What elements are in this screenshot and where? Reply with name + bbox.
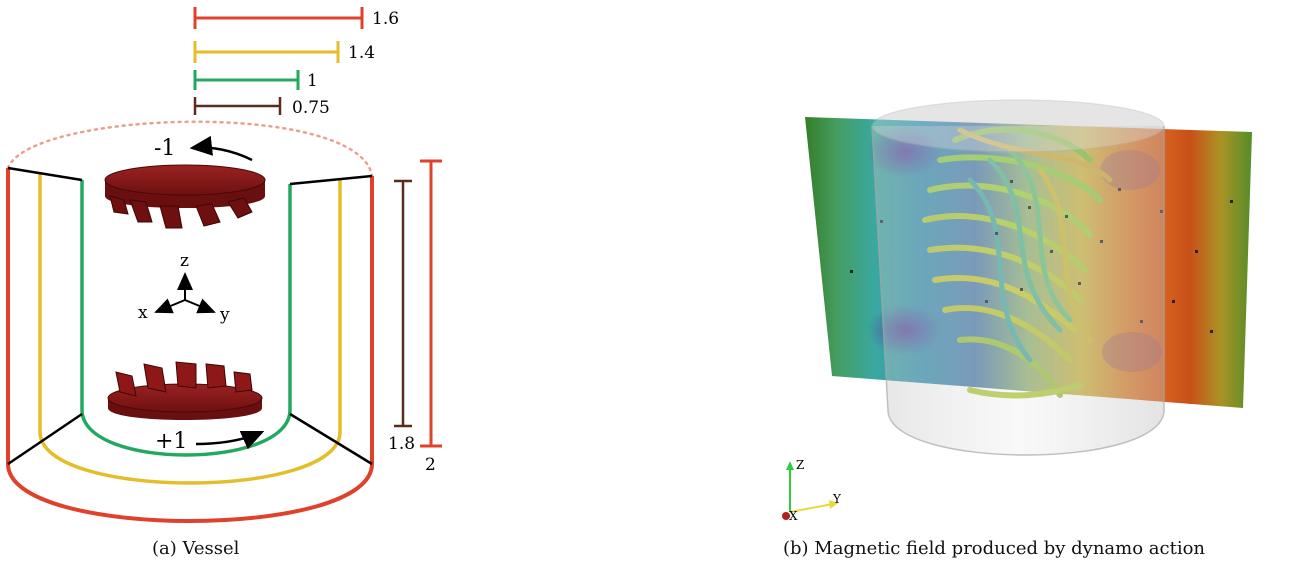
panel-b-dynamo: Z Y X [782, 99, 1252, 523]
radius-scale-bar-1-6: 1.6 [193, 7, 399, 29]
bottom-rotation-label: +1 [155, 429, 187, 454]
axis-triad-b [782, 461, 838, 520]
axis-b-label-z: Z [796, 458, 804, 472]
axis-label-z: z [180, 251, 189, 271]
vessel-wall-yellow [38, 174, 342, 485]
height-label-2: 2 [425, 455, 436, 475]
height-bar-1-8 [394, 179, 412, 428]
top-rotation-label: -1 [154, 136, 175, 161]
bottom-impeller [107, 361, 263, 420]
panel-a-vessel: 1.6 1.4 1 0.75 [6, 7, 442, 523]
bottom-rotation-arrow [195, 430, 265, 450]
axis-label-x: x [138, 303, 148, 323]
radius-label-1-4: 1.4 [348, 43, 375, 63]
axis-b-label-y: Y [832, 492, 842, 506]
radius-label-0-75: 0.75 [292, 98, 330, 118]
axis-triad-a [154, 272, 216, 314]
vessel-wall-green [80, 180, 292, 457]
radius-scale-bar-0-75: 0.75 [193, 97, 330, 118]
radius-label-1: 1 [307, 71, 318, 91]
vessel-section-lines [7, 166, 373, 466]
height-label-1-8: 1.8 [388, 434, 415, 454]
vessel-lid-dotted [6, 120, 374, 178]
top-impeller [104, 164, 266, 229]
cylinder-top-rim [871, 99, 1165, 153]
height-bar-2 [420, 159, 442, 448]
cylinder-body [871, 125, 1165, 456]
caption-panel-b: (b) Magnetic field produced by dynamo ac… [783, 538, 1206, 559]
radius-label-1-6: 1.6 [372, 9, 399, 29]
axis-label-y: y [219, 305, 230, 325]
caption-panel-a: (a) Vessel [152, 538, 240, 559]
axis-b-label-x: X [789, 509, 798, 523]
radius-scale-bar-1: 1 [193, 70, 318, 91]
vessel-wall-outer-red [6, 168, 374, 523]
top-rotation-arrow [189, 135, 253, 162]
radius-scale-bar-1-4: 1.4 [193, 41, 375, 63]
